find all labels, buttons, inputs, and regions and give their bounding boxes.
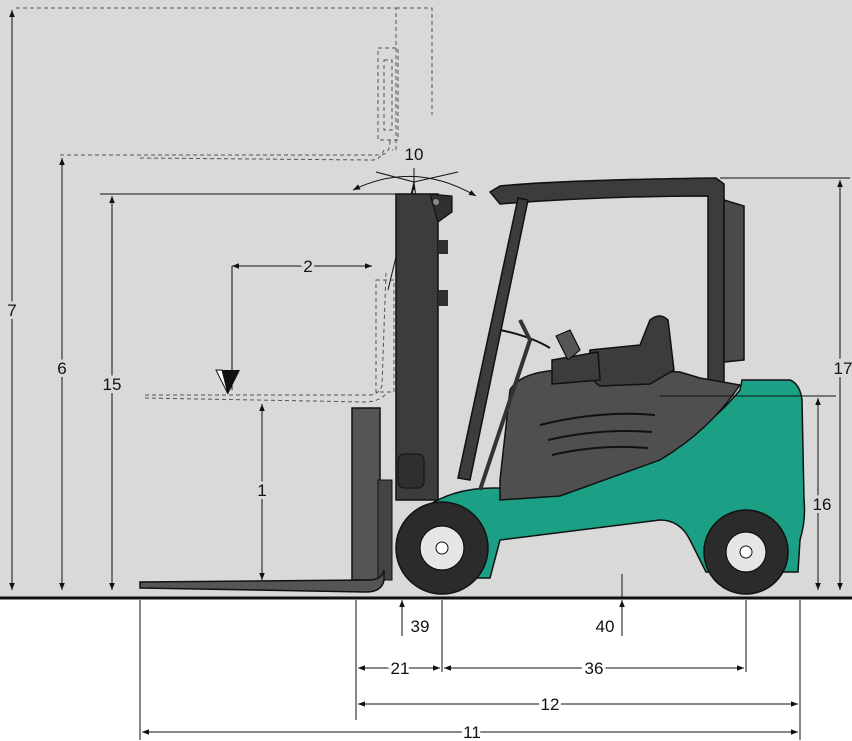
- label-17: 17: [834, 359, 852, 378]
- dimension-lines: [9, 10, 850, 740]
- label-21: 21: [391, 659, 410, 678]
- mast: [395, 193, 453, 501]
- label-39: 39: [411, 617, 430, 636]
- label-40: 40: [596, 617, 615, 636]
- label-16: 16: [813, 495, 832, 514]
- rear-wheel: [703, 509, 789, 595]
- operator-cowl: [499, 315, 742, 501]
- raised-mast-outline: [16, 7, 433, 161]
- label-10: 10: [405, 145, 424, 164]
- label-1: 1: [257, 481, 266, 500]
- label-36: 36: [585, 659, 604, 678]
- label-15: 15: [103, 375, 122, 394]
- steering-wheel: [478, 319, 551, 491]
- tilted-fork-outline: [144, 271, 395, 403]
- front-wheel: [395, 501, 489, 595]
- label-12: 12: [541, 695, 560, 714]
- label-11: 11: [463, 723, 481, 741]
- label-2: 2: [303, 257, 312, 276]
- label-6: 6: [57, 359, 66, 378]
- dimension-labels: 7 6 15 1 2 10 17 16 39 40 21 36 12 11: [4, 142, 852, 741]
- load-center-marker-outline: [215, 369, 229, 395]
- overhead-guard: [457, 177, 745, 481]
- fork-assembly: [139, 407, 393, 593]
- label-7: 7: [7, 301, 16, 320]
